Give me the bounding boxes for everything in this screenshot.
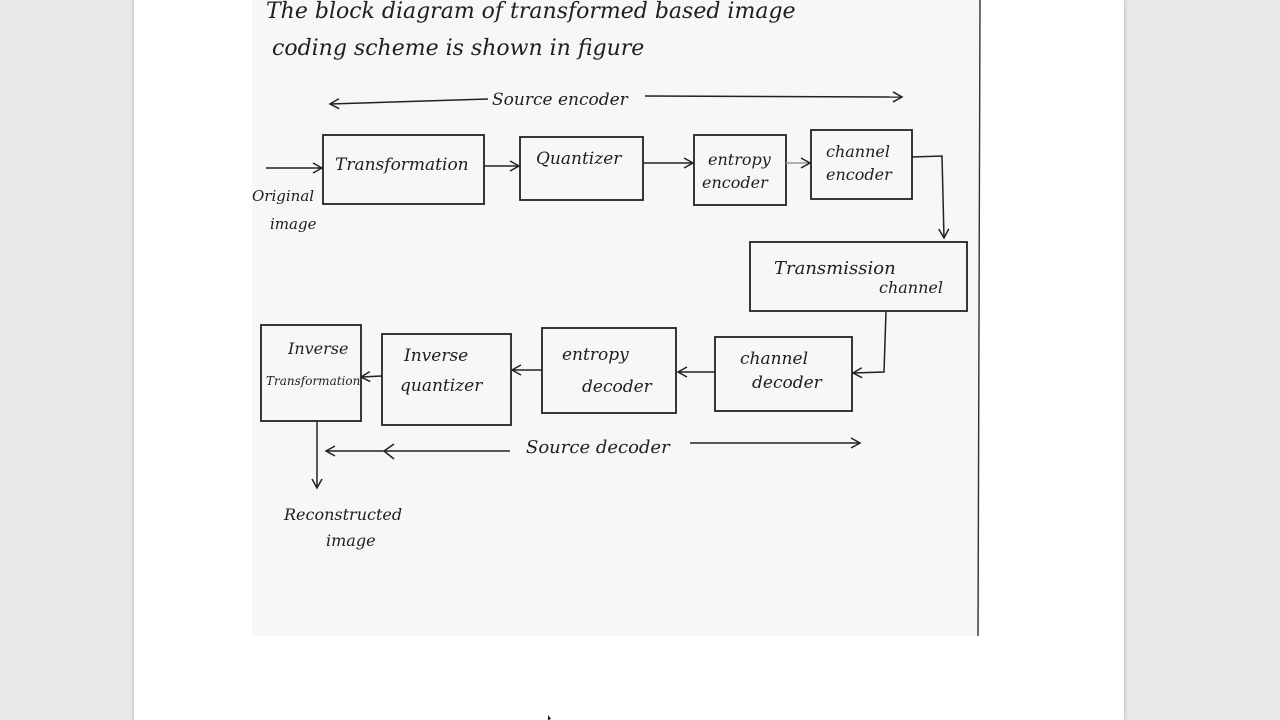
entropy-decoder-label-2: decoder	[582, 377, 653, 397]
channel-decoder-block	[714, 336, 853, 412]
inverse-quantizer-label-1: Inverse	[403, 346, 468, 366]
channel-decoder-label-1: channel	[740, 349, 808, 369]
channel-encoder-label-2: encoder	[826, 165, 893, 184]
channel-encoder-label-1: channel	[826, 142, 890, 161]
inverse-quantizer-label-2: quantizer	[400, 376, 483, 396]
heading-line-1: The block diagram of transformed based i…	[266, 0, 796, 24]
source-encoder-left-arrow	[328, 98, 489, 110]
entropy-decoder-label-1: entropy	[562, 345, 629, 365]
original-image-label-2: image	[270, 215, 317, 233]
transmission-channel-label-2: channel	[879, 278, 943, 297]
source-decoder-label: Source decoder	[526, 437, 671, 458]
heading-line-2: coding scheme is shown in figure	[272, 36, 644, 61]
notebook-margin-line	[977, 0, 981, 637]
entropy-encoder-label-2: encoder	[702, 173, 769, 192]
arrow-inverse-quantizer-to-inverse-transformation	[359, 370, 383, 383]
reconstructed-image-label-2: image	[326, 531, 376, 550]
quantizer-label: Quantizer	[536, 149, 622, 169]
inverse-transformation-label-2: Transformation	[266, 374, 360, 388]
mouse-cursor-icon	[548, 715, 551, 720]
reconstructed-image-label-1: Reconstructed	[283, 505, 402, 524]
transformation-label: Transformation	[335, 155, 469, 175]
source-encoder-label: Source encoder	[492, 90, 629, 110]
source-decoder-left-arrow-second-head	[382, 443, 395, 460]
source-encoder-right-arrow	[644, 91, 904, 103]
entropy-encoder-block	[693, 134, 787, 206]
entropy-decoder-block	[541, 327, 677, 414]
transmission-channel-label-1: Transmission	[774, 258, 896, 279]
inverse-quantizer-block	[381, 333, 512, 426]
original-image-label-1: Original	[252, 187, 314, 205]
transmission-channel-block	[749, 241, 968, 312]
entropy-encoder-label-1: entropy	[708, 150, 772, 169]
channel-decoder-label-2: decoder	[752, 373, 823, 393]
scanned-handwritten-note	[252, 0, 980, 636]
arrow-transmission-to-channel-decoder	[851, 310, 887, 379]
inverse-transformation-label-1: Inverse	[287, 339, 348, 358]
arrow-channel-encoder-to-transmission	[911, 155, 950, 240]
